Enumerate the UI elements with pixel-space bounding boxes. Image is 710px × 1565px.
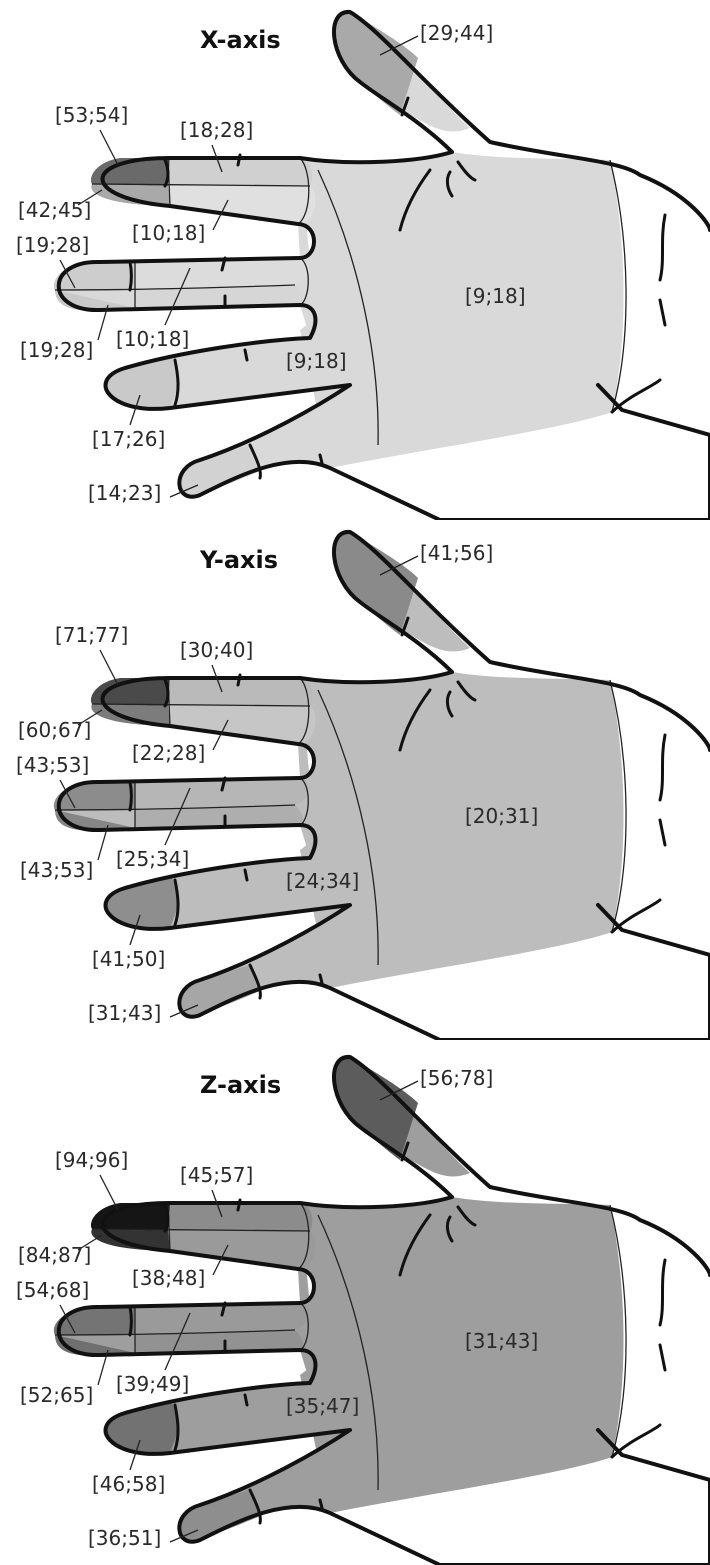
range-label-middle-dist-bot: [43;53] xyxy=(20,858,93,882)
range-label-proximal: [24;34] xyxy=(286,869,359,893)
range-label-index-mid-bot: [10;18] xyxy=(132,221,205,245)
index-middle-bottom-region xyxy=(168,186,316,224)
index-middle-bottom-region xyxy=(168,706,316,744)
panel-title: Z-axis xyxy=(200,1071,281,1099)
index-crease-a xyxy=(238,1200,240,1210)
ring-crease-a xyxy=(245,1395,247,1405)
range-label-proximal: [9;18] xyxy=(286,349,347,373)
range-label-palm: [20;31] xyxy=(465,804,538,828)
range-label-index-dist-bot: [60;67] xyxy=(18,718,91,742)
wrist-crease-b xyxy=(660,1345,665,1370)
range-label-little: [31;43] xyxy=(88,1001,161,1025)
middle-distal-top-region xyxy=(54,1307,135,1335)
hand-svg-y: Y-axis [41;56] [71;77] [60;67] [30;40] [22;28… xyxy=(0,520,710,1040)
middle-distal-crease xyxy=(130,262,132,290)
leader-line-index-dist-top xyxy=(100,650,118,685)
palm-region xyxy=(298,152,624,468)
range-label-ring: [17;26] xyxy=(92,427,165,451)
range-label-middle-dist-top: [54;68] xyxy=(16,1278,89,1302)
range-label-palm: [9;18] xyxy=(465,284,526,308)
range-label-palm: [31;43] xyxy=(465,1329,538,1353)
index-distal-bottom-region xyxy=(91,1229,170,1251)
range-label-index-dist-top: [94;96] xyxy=(55,1148,128,1172)
range-label-middle-dist-bot: [19;28] xyxy=(20,338,93,362)
index-distal-bottom-region xyxy=(91,704,170,726)
wrist-crease-b xyxy=(660,820,665,845)
range-label-proximal: [35;47] xyxy=(286,1394,359,1418)
range-label-thumb: [56;78] xyxy=(420,1066,493,1090)
range-label-middle-mid: [39;49] xyxy=(116,1372,189,1396)
middle-distal-top-region xyxy=(54,262,135,290)
panel-title: Y-axis xyxy=(199,546,278,574)
range-label-index-mid-top: [45;57] xyxy=(180,1163,253,1187)
range-label-index-mid-top: [18;28] xyxy=(180,118,253,142)
hand-svg-z: Z-axis [56;78] [94;96] [84;87] [45;57] [38;48… xyxy=(0,1045,710,1565)
index-crease-a xyxy=(238,675,240,685)
middle-distal-crease xyxy=(130,1307,132,1335)
hand-svg-x: X-axis [29;44] [53;54] [42;45] [18;28] [10;18… xyxy=(0,0,710,520)
wrist-crease-a xyxy=(660,215,665,280)
range-label-index-mid-top: [30;40] xyxy=(180,638,253,662)
range-label-thumb: [29;44] xyxy=(420,21,493,45)
little-crease-a xyxy=(320,455,322,463)
range-label-index-dist-bot: [84;87] xyxy=(18,1243,91,1267)
middle-distal-crease xyxy=(130,782,132,810)
range-label-middle-dist-top: [43;53] xyxy=(16,753,89,777)
palm-region xyxy=(298,1197,624,1513)
range-label-index-mid-bot: [22;28] xyxy=(132,741,205,765)
range-label-index-dist-top: [71;77] xyxy=(55,623,128,647)
range-label-thumb: [41;56] xyxy=(420,541,493,565)
index-middle-top-region xyxy=(168,678,312,706)
wrist-crease-c xyxy=(612,1425,660,1457)
range-label-little: [14;23] xyxy=(88,481,161,505)
middle-distal-top-region xyxy=(54,782,135,810)
range-label-ring: [41;50] xyxy=(92,947,165,971)
range-label-ring: [46;58] xyxy=(92,1472,165,1496)
index-middle-top-region xyxy=(168,158,312,186)
range-label-little: [36;51] xyxy=(88,1526,161,1550)
index-crease-a xyxy=(238,155,240,165)
index-distal-bottom-region xyxy=(91,184,170,206)
ring-crease-a xyxy=(245,870,247,880)
panel-x-axis: X-axis [29;44] [53;54] [42;45] [18;28] [10;18… xyxy=(0,0,710,520)
leader-line-index-dist-top xyxy=(100,130,118,165)
range-label-middle-mid: [25;34] xyxy=(116,847,189,871)
wrist-crease-b xyxy=(660,300,665,325)
palm-region xyxy=(298,672,624,988)
little-crease-a xyxy=(320,1500,322,1508)
range-label-middle-mid: [10;18] xyxy=(116,327,189,351)
panel-z-axis: Z-axis [56;78] [94;96] [84;87] [45;57] [38;48… xyxy=(0,1045,710,1565)
range-label-middle-dist-top: [19;28] xyxy=(16,233,89,257)
wrist-crease-a xyxy=(660,1260,665,1325)
wrist-crease-c xyxy=(612,380,660,412)
panel-y-axis: Y-axis [41;56] [71;77] [60;67] [30;40] [22;28… xyxy=(0,520,710,1040)
leader-line-index-dist-top xyxy=(100,1175,118,1210)
panel-title: X-axis xyxy=(200,26,281,54)
index-middle-bottom-region xyxy=(168,1231,316,1269)
wrist-crease-c xyxy=(612,900,660,932)
little-crease-a xyxy=(320,975,322,983)
index-middle-top-region xyxy=(168,1203,312,1231)
range-label-middle-dist-bot: [52;65] xyxy=(20,1383,93,1407)
range-label-index-dist-top: [53;54] xyxy=(55,103,128,127)
range-label-index-mid-bot: [38;48] xyxy=(132,1266,205,1290)
wrist-crease-a xyxy=(660,735,665,800)
ring-crease-a xyxy=(245,350,247,360)
range-label-index-dist-bot: [42;45] xyxy=(18,198,91,222)
